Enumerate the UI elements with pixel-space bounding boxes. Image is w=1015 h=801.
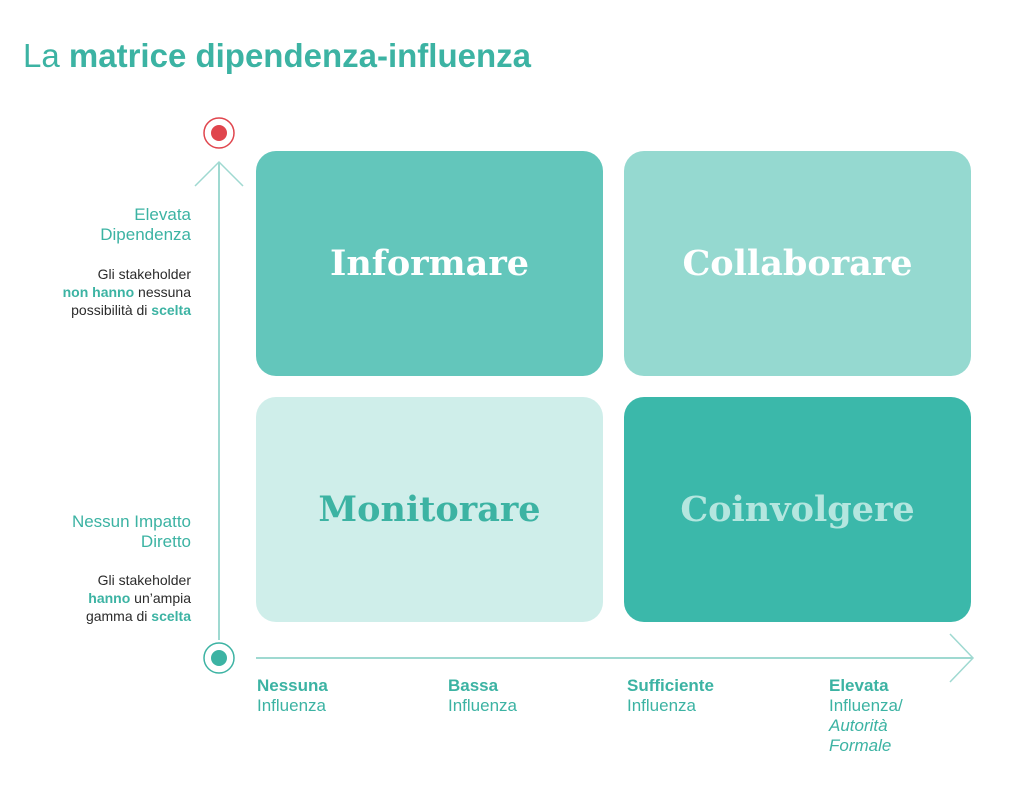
quadrant-label: Monitorare	[318, 489, 541, 530]
x-label-level: Nessuna	[257, 676, 328, 695]
origin-marker-icon	[203, 642, 235, 674]
quadrant-label: Collaborare	[682, 243, 913, 284]
high-dependence-marker-icon	[203, 117, 235, 149]
y-desc-low-choice: scelta	[151, 608, 191, 624]
x-label-sufficiente: Sufficiente Influenza	[627, 676, 714, 716]
title-bold: matrice dipendenza-influenza	[68, 37, 531, 74]
x-label-influence: Influenza	[627, 696, 696, 715]
y-desc-high-line2: nessuna	[134, 284, 191, 300]
y-desc-low-line1: Gli stakeholder	[97, 572, 191, 588]
y-label-high-line1: Elevata	[134, 205, 191, 224]
y-desc-low-line3: gamma di	[85, 608, 152, 624]
x-label-level: Bassa	[448, 676, 499, 695]
y-desc-high-line1: Gli stakeholder	[97, 266, 191, 282]
x-label-level: Sufficiente	[627, 676, 714, 695]
quadrant-coinvolgere: Coinvolgere	[624, 397, 971, 622]
y-label-low: Nessun Impatto Diretto	[72, 512, 191, 552]
y-label-high-line2: Dipendenza	[100, 225, 191, 244]
x-label-bassa: Bassa Influenza	[448, 676, 517, 716]
y-desc-high-line3: possibilità di	[71, 302, 152, 318]
quadrant-informare: Informare	[256, 151, 603, 376]
quadrant-monitorare: Monitorare	[256, 397, 603, 622]
x-axis-arrowhead	[949, 633, 975, 683]
y-label-high: Elevata Dipendenza	[100, 205, 191, 245]
x-label-level: Elevata	[829, 676, 889, 695]
y-desc-low-line2: un’ampia	[130, 590, 191, 606]
y-desc-low: Gli stakeholder hanno un’ampia gamma di …	[86, 571, 191, 625]
y-desc-high: Gli stakeholder non hanno nessuna possib…	[63, 265, 191, 319]
y-desc-high-choice: scelta	[151, 302, 191, 318]
x-label-authority: Autorità	[829, 716, 888, 735]
y-label-low-line2: Diretto	[140, 532, 191, 551]
x-label-influence: Influenza	[257, 696, 326, 715]
y-desc-low-highlight: hanno	[88, 590, 131, 606]
title-light: La	[23, 37, 60, 74]
x-label-influence: Influenza/	[829, 696, 903, 715]
x-label-formal: Formale	[829, 736, 892, 755]
x-label-influence: Influenza	[448, 696, 517, 715]
x-label-nessuna: Nessuna Influenza	[257, 676, 328, 716]
y-label-low-line1: Nessun Impatto	[71, 512, 191, 531]
page-title: La matrice dipendenza-influenza	[23, 34, 531, 78]
quadrant-collaborare: Collaborare	[624, 151, 971, 376]
y-axis-arrowhead	[194, 160, 244, 187]
quadrant-label: Informare	[329, 243, 530, 284]
x-label-elevata: Elevata Influenza/ Autorità Formale	[829, 676, 903, 756]
quadrant-label: Coinvolgere	[680, 489, 915, 530]
y-desc-high-highlight: non hanno	[62, 284, 135, 300]
